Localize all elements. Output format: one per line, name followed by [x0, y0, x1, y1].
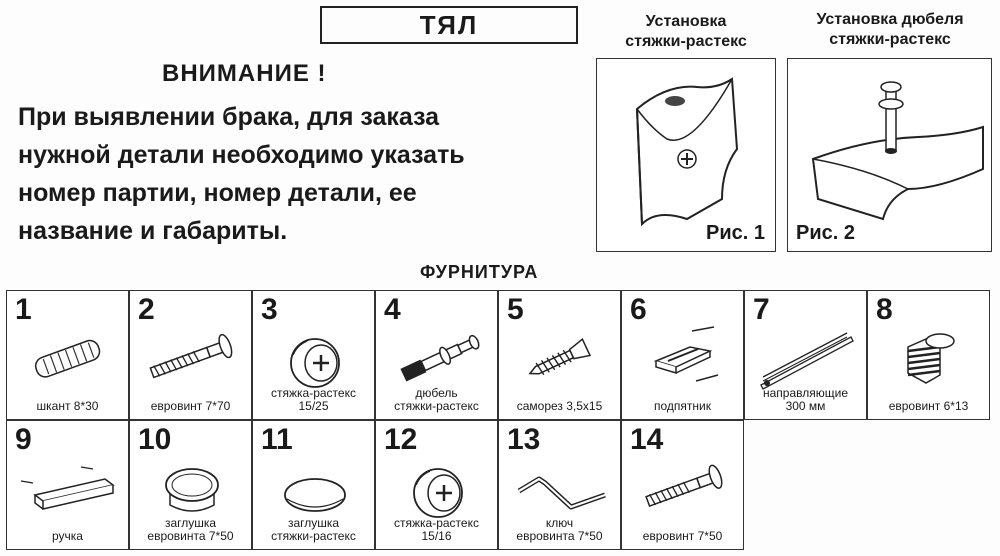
notice-line: нужной детали необходимо указать	[18, 141, 465, 169]
furniture-heading: ФУРНИТУРА	[420, 262, 539, 282]
item-number: 7	[753, 293, 770, 326]
item-label: шкант 8*30	[9, 400, 126, 413]
warning-notice: При выявлении брака, для заказа нужной д…	[18, 98, 588, 250]
item-number: 8	[876, 293, 893, 326]
furniture-item: 9 ручка	[6, 420, 129, 550]
handle-icon	[20, 466, 115, 510]
item-number: 9	[15, 423, 32, 456]
cam-lock-icon	[413, 468, 463, 518]
hex-key-icon	[517, 476, 606, 510]
warning-heading: ВНИМАНИЕ !	[162, 60, 327, 87]
item-label: саморез 3,5х15	[501, 400, 618, 413]
item-number: 14	[630, 423, 664, 456]
notice-line: номер партии, номер детали, ее	[18, 179, 417, 207]
item-label: евровинт 7*70	[132, 400, 249, 413]
cam-install-illustration	[635, 77, 739, 227]
cam-cap-icon	[284, 478, 346, 512]
screw-cap-icon	[165, 468, 219, 512]
label-line: саморез 3,5х15	[516, 399, 603, 413]
label-line: ручка	[52, 529, 83, 543]
dowel-icon	[34, 339, 101, 378]
furniture-item: 8 евровинт 6*13	[867, 290, 990, 420]
label-line: евровинта 7*50	[147, 529, 234, 543]
label-line: евровинт 6*13	[888, 399, 969, 413]
item-label: евровинт 7*50	[624, 530, 741, 543]
item-number: 4	[384, 293, 401, 326]
notice-line: название и габариты.	[18, 217, 288, 245]
furniture-item: 14 евровинт 7*50	[621, 420, 744, 550]
furniture-grid: 1 шкант 8*30 2 евровинт 7*70 3	[6, 290, 996, 550]
figure-1: Рис. 1	[596, 58, 776, 252]
figure-1-caption: Установка стяжки-растекс	[596, 12, 776, 52]
label-line: стяжки-растекс	[394, 399, 479, 413]
label-line: евровинт 7*50	[642, 529, 723, 543]
label-line: дюбель	[415, 386, 458, 400]
item-number: 10	[138, 423, 172, 456]
drawer-rail-icon	[760, 332, 854, 390]
cam-lock-icon	[290, 338, 340, 388]
label-line: стяжки-растекс	[271, 529, 356, 543]
item-label: евровинт 6*13	[870, 400, 987, 413]
label-line: шкант 8*30	[36, 399, 99, 413]
label-line: стяжка-растекс	[271, 386, 356, 400]
label-line: евровинт 7*70	[150, 399, 231, 413]
foot-pad-icon	[653, 326, 719, 382]
item-number: 11	[261, 423, 293, 456]
label-line: 300 мм	[785, 399, 826, 413]
item-label: подпятник	[624, 400, 741, 413]
label-line: 15/16	[421, 529, 452, 543]
item-number: 6	[630, 293, 647, 326]
euroscrew-icon	[645, 464, 723, 508]
item-number: 2	[138, 293, 155, 326]
label-line: стяжка-растекс	[394, 516, 479, 530]
label-line: 15/25	[298, 399, 329, 413]
caption-line: Установка дюбеля	[816, 11, 964, 28]
figure-2-caption: Установка дюбеля стяжки-растекс	[790, 10, 990, 50]
document-title: ТЯЛ	[320, 6, 578, 44]
caption-line: Установка	[645, 13, 727, 30]
label-line: заглушка	[164, 516, 217, 530]
item-number: 1	[15, 293, 32, 326]
figure-2: Рис. 2	[787, 58, 992, 252]
label-line: евровинта 7*50	[516, 529, 603, 543]
furniture-item: 1 шкант 8*30	[6, 290, 129, 420]
label-line: направляющие	[763, 386, 848, 400]
notice-line: При выявлении брака, для заказа	[18, 103, 440, 131]
furniture-item: 5 саморез 3,5х15	[498, 290, 621, 420]
label-line: ключ	[545, 516, 574, 530]
dowel-install-illustration	[811, 81, 984, 221]
label-line: заглушка	[287, 516, 340, 530]
cam-dowel-icon	[400, 334, 480, 382]
item-number: 3	[261, 293, 278, 326]
item-number: 12	[384, 423, 418, 456]
label-line: подпятник	[654, 399, 711, 413]
euroscrew-icon	[149, 333, 233, 379]
caption-line: стяжки-растекс	[625, 33, 747, 50]
figure-1-label: Рис. 1	[706, 222, 765, 244]
item-number: 5	[507, 293, 524, 326]
item-number: 13	[507, 423, 541, 456]
wood-screw-icon	[528, 337, 592, 376]
short-euroscrew-icon	[907, 333, 955, 384]
figure-2-label: Рис. 2	[796, 222, 855, 244]
furniture-item: 6 подпятник	[621, 290, 744, 420]
furniture-item: 2 евровинт 7*70	[129, 290, 252, 420]
caption-line: стяжки-растекс	[829, 31, 951, 48]
item-label: ручка	[9, 530, 126, 543]
